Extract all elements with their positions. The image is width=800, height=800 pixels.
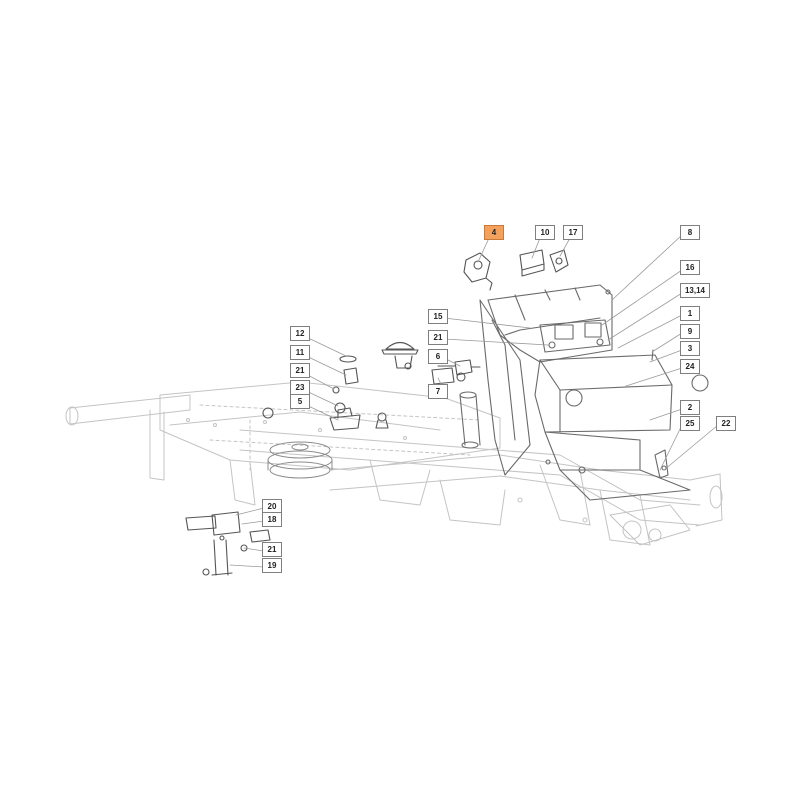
- callout-part-21-lower[interactable]: 21: [262, 542, 282, 557]
- callout-part-3[interactable]: 3: [680, 341, 700, 356]
- callout-part-5[interactable]: 5: [290, 394, 310, 409]
- dashboard-console: [459, 284, 709, 501]
- callout-part-8[interactable]: 8: [680, 225, 700, 240]
- callout-part-21-console[interactable]: 21: [428, 330, 448, 345]
- callout-part-24[interactable]: 24: [680, 359, 700, 374]
- switch-parts: [185, 249, 569, 576]
- callout-part-1[interactable]: 1: [680, 306, 700, 321]
- callout-part-19[interactable]: 19: [262, 558, 282, 573]
- callout-part-12[interactable]: 12: [290, 326, 310, 341]
- callout-part-7[interactable]: 7: [428, 384, 448, 399]
- callout-part-13-14[interactable]: 13,14: [680, 283, 710, 298]
- callout-part-9[interactable]: 9: [680, 324, 700, 339]
- pulley-assembly: [267, 441, 333, 479]
- callout-part-18[interactable]: 18: [262, 512, 282, 527]
- callout-part-23[interactable]: 23: [290, 380, 310, 395]
- callout-part-25[interactable]: 25: [680, 416, 700, 431]
- callout-part-10[interactable]: 10: [535, 225, 555, 240]
- callout-part-16[interactable]: 16: [680, 260, 700, 275]
- callout-part-15[interactable]: 15: [428, 309, 448, 324]
- callout-part-4[interactable]: 4: [484, 225, 504, 240]
- callout-part-11[interactable]: 11: [290, 345, 310, 360]
- callout-part-21-bolt[interactable]: 21: [290, 363, 310, 378]
- chassis-frame: [65, 381, 723, 546]
- callout-part-2[interactable]: 2: [680, 400, 700, 415]
- callout-part-6[interactable]: 6: [428, 349, 448, 364]
- callout-part-17[interactable]: 17: [563, 225, 583, 240]
- callout-part-22[interactable]: 22: [716, 416, 736, 431]
